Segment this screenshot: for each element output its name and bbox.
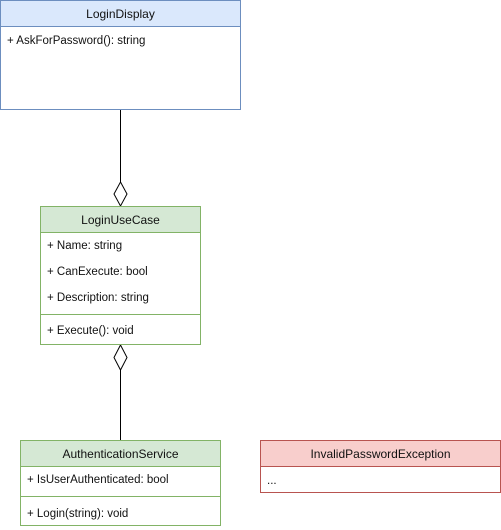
class-invalid-password-exception[interactable]: InvalidPasswordException ...: [260, 440, 501, 493]
class-name: AuthenticationService: [21, 441, 220, 467]
attribute-ellipsis: ...: [267, 475, 277, 487]
class-login-display[interactable]: LoginDisplay + AskForPassword(): string: [0, 0, 241, 110]
aggregation-diamond-icon: [113, 343, 128, 372]
aggregation-login-display-to-login-use-case[interactable]: [113, 110, 128, 208]
method-login: + Login(string): void: [27, 508, 129, 520]
attribute-can-execute: + CanExecute: bool: [47, 266, 148, 278]
method-ask-for-password: + AskForPassword(): string: [7, 35, 146, 47]
class-login-use-case[interactable]: LoginUseCase + Name: string + CanExecute…: [40, 206, 201, 345]
class-authentication-service[interactable]: AuthenticationService + IsUserAuthentica…: [20, 440, 221, 526]
attribute-is-user-authenticated: + IsUserAuthenticated: bool: [27, 474, 169, 486]
class-name: LoginUseCase: [41, 207, 200, 233]
class-name: InvalidPasswordException: [261, 441, 500, 467]
section-divider: [41, 314, 200, 315]
aggregation-login-use-case-to-auth-service[interactable]: [113, 343, 128, 440]
method-execute: + Execute(): void: [47, 325, 134, 337]
attribute-description: + Description: string: [47, 292, 149, 304]
section-divider: [21, 496, 220, 497]
aggregation-diamond-icon: [113, 180, 128, 208]
class-name: LoginDisplay: [1, 1, 240, 27]
attribute-name: + Name: string: [47, 240, 123, 252]
